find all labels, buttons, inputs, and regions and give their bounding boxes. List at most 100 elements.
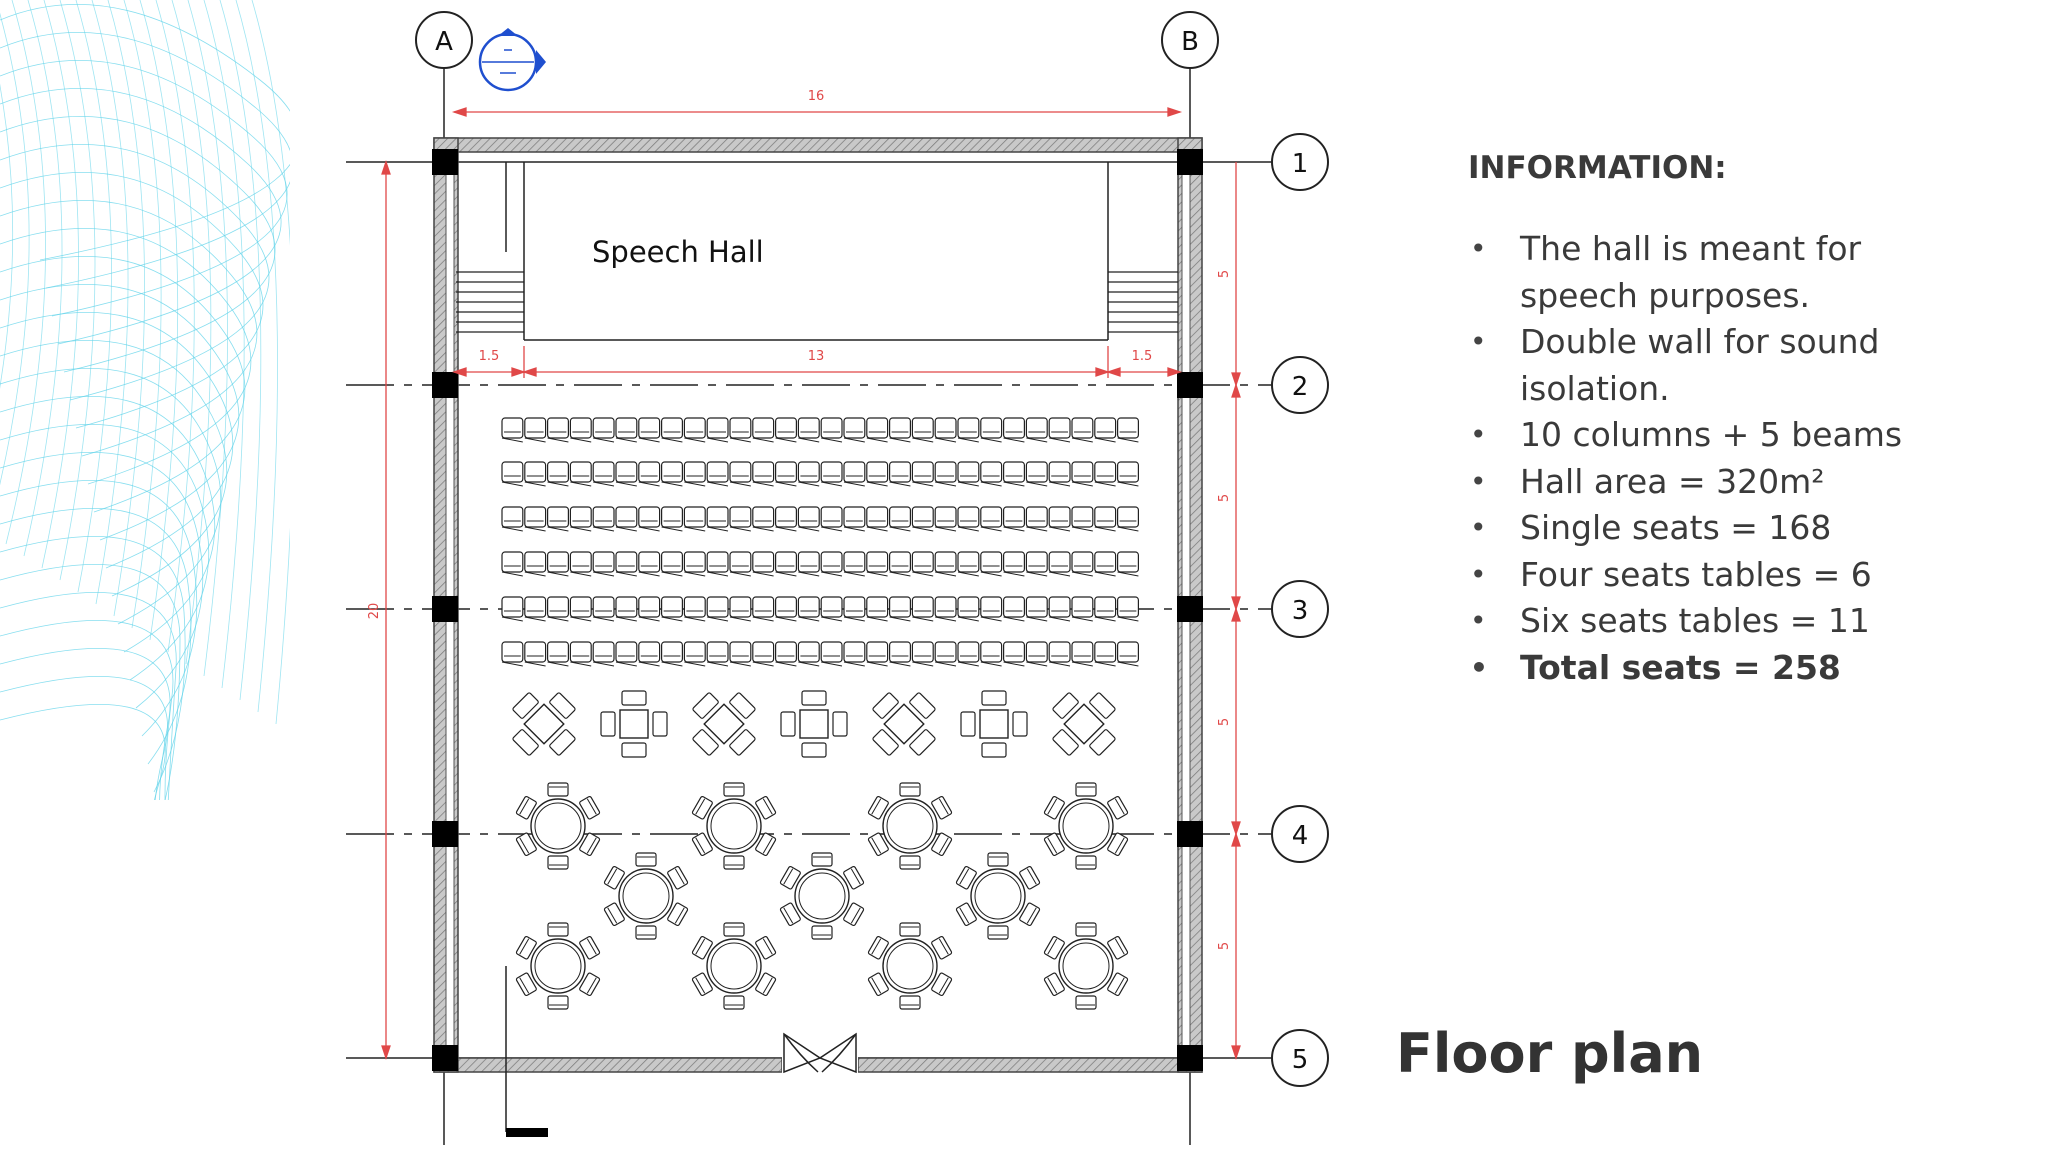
wireframe-line [0,4,290,261]
single-seat [1025,461,1048,487]
wireframe-line [0,60,288,317]
single-seat [888,596,911,622]
single-seat [797,641,820,667]
single-seat [524,506,547,532]
single-seat [957,551,980,577]
wireframe-line [0,256,246,513]
drawing-title: Floor plan [1396,1022,1704,1085]
single-seat [1094,641,1117,667]
info-item-structure: 10 columns + 5 beams [1468,412,2028,459]
single-seat [501,506,524,532]
six-seat-table [515,782,601,870]
single-seat [1048,506,1071,532]
single-seat [911,596,934,622]
single-seat [1071,461,1094,487]
info-item-single-seats: Single seats = 168 [1468,505,2028,552]
info-item-wall: Double wall for sound isolation. [1468,319,2028,412]
single-seat [1048,641,1071,667]
single-seat [980,417,1003,443]
single-seat [980,641,1003,667]
dim-bay-3-4: 5 [1217,718,1232,726]
wireframe-line [187,0,228,677]
single-seat [820,596,843,622]
wireframe-line [0,228,252,485]
single-seat [569,506,592,532]
single-seat [866,461,889,487]
single-seat [1116,641,1139,667]
single-seat [615,417,638,443]
single-seat [911,506,934,532]
wireframe-line [0,508,192,765]
six-seat-table [691,922,777,1010]
wireframe-line [0,368,222,625]
dim-top-width: 16 [808,89,825,104]
single-seat [957,506,980,532]
single-seat [866,506,889,532]
grid-bubble-b: B [1161,11,1219,69]
single-seat [592,417,615,443]
single-seat [501,551,524,577]
dim-bay-2-3: 5 [1217,494,1232,502]
single-seat [1002,506,1025,532]
single-seat [843,551,866,577]
wireframe-line [0,564,181,800]
wireframe-line [0,172,264,429]
single-seat [1116,596,1139,622]
single-seat [1094,596,1117,622]
single-seat [592,641,615,667]
single-seat [1116,417,1139,443]
grid-label-b: B [1181,27,1199,57]
dim-bay-1-2: 5 [1217,270,1232,278]
grid-label-4: 4 [1292,821,1309,851]
single-seat [660,641,683,667]
single-seat [615,641,638,667]
single-seat [706,461,729,487]
single-seat [1025,551,1048,577]
wireframe-line [171,0,212,665]
single-seat [683,461,706,487]
single-seat [592,461,615,487]
information-list: The hall is meant for speech purposes. D… [1468,226,2028,691]
four-seat-table [960,690,1028,758]
single-seat [1094,417,1117,443]
single-seat [524,417,547,443]
single-seat [934,641,957,667]
wireframe-line [41,0,79,569]
single-seat [1048,596,1071,622]
single-seat [1025,417,1048,443]
dim-stage-left: 1.5 [479,349,500,364]
single-seat [729,417,752,443]
single-seat [638,641,661,667]
single-seat [774,641,797,667]
wireframe-line [0,312,234,569]
single-seat [774,417,797,443]
wireframe-line [5,0,46,545]
single-seat [638,596,661,622]
single-seat [1025,641,1048,667]
stage-stairs-right [1108,271,1178,333]
single-seat [752,506,775,532]
single-seat [843,596,866,622]
single-seat [866,417,889,443]
single-seat [934,551,957,577]
single-seat [1048,417,1071,443]
wireframe-line [75,0,112,593]
single-seat [888,551,911,577]
structural-columns [432,149,1203,1071]
single-seat [524,641,547,667]
single-seat [1071,417,1094,443]
six-seat-table [1043,922,1129,1010]
single-seat [638,461,661,487]
six-seat-table [779,852,865,940]
wireframe-line [107,0,145,617]
single-seat [1116,506,1139,532]
six-seat-table [603,852,689,940]
four-seat-table [512,692,576,756]
four-seat-table [692,692,756,756]
single-seat [706,417,729,443]
single-seat [1002,641,1025,667]
single-seat [843,641,866,667]
room-label: Speech Hall [592,235,764,269]
single-seat [934,417,957,443]
